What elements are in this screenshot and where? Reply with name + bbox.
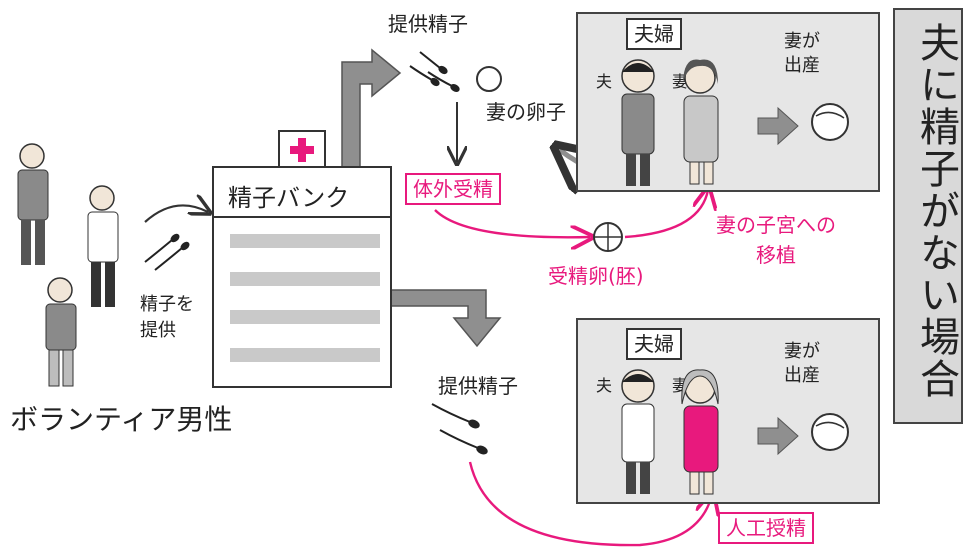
side-title: 夫に精子がない場合 (913, 22, 959, 400)
couple-panel-top: 夫婦 夫 妻 妻が 出産 (576, 12, 880, 192)
sperm-bank-building: 精子バンク (212, 166, 392, 388)
birth-label: 妻が 出産 (784, 341, 820, 386)
sperm-icons-top (409, 51, 460, 92)
bank-shelf (230, 310, 380, 324)
embryo-icon (593, 222, 623, 252)
donate-arrow (144, 205, 208, 223)
bank-to-top-arrow (341, 48, 402, 169)
bottom-sperm-label: 提供精子 (438, 374, 518, 398)
birth-label: 妻が 出産 (784, 31, 820, 76)
volunteers-label: ボランティア男性 (10, 403, 233, 436)
bank-shelf (230, 234, 380, 248)
transfer-label: 妻の子宮への 移植 (716, 213, 836, 267)
ivf-to-embryo-arrow (434, 209, 590, 237)
bank-to-bottom-arrow (387, 289, 502, 348)
couple-label: 夫婦 (626, 18, 682, 50)
embryo-to-wife-arrow (624, 190, 708, 239)
husband-label: 夫 (596, 376, 613, 395)
sperm-bank-title: 精子バンク (228, 184, 350, 212)
red-cross-icon (278, 130, 326, 170)
side-title-box: 夫に精子がない場合 (893, 8, 963, 424)
top-sperm-label: 提供精子 (388, 12, 468, 36)
couple-illustration (621, 369, 849, 495)
egg-icon (476, 66, 502, 92)
egg-label: 妻の卵子 (486, 100, 566, 124)
donate-label: 精子を 提供 (140, 294, 194, 341)
sperm-to-wife-arrow (468, 461, 712, 547)
bank-shelf (230, 348, 380, 362)
volunteer-men-illustration (17, 143, 119, 387)
sperm-icons-donor (144, 233, 190, 271)
ivf-label: 体外受精 (405, 173, 501, 205)
couple-panel-bottom: 夫婦 夫 妻 妻が 出産 (576, 318, 880, 504)
bank-shelf (230, 272, 380, 286)
couple-label: 夫婦 (626, 328, 682, 360)
couple-illustration (621, 59, 849, 186)
husband-label: 夫 (596, 72, 613, 91)
ai-label: 人工授精 (718, 512, 814, 544)
embryo-label: 受精卵(胚) (548, 264, 644, 288)
sperm-icons-bottom (431, 403, 488, 455)
